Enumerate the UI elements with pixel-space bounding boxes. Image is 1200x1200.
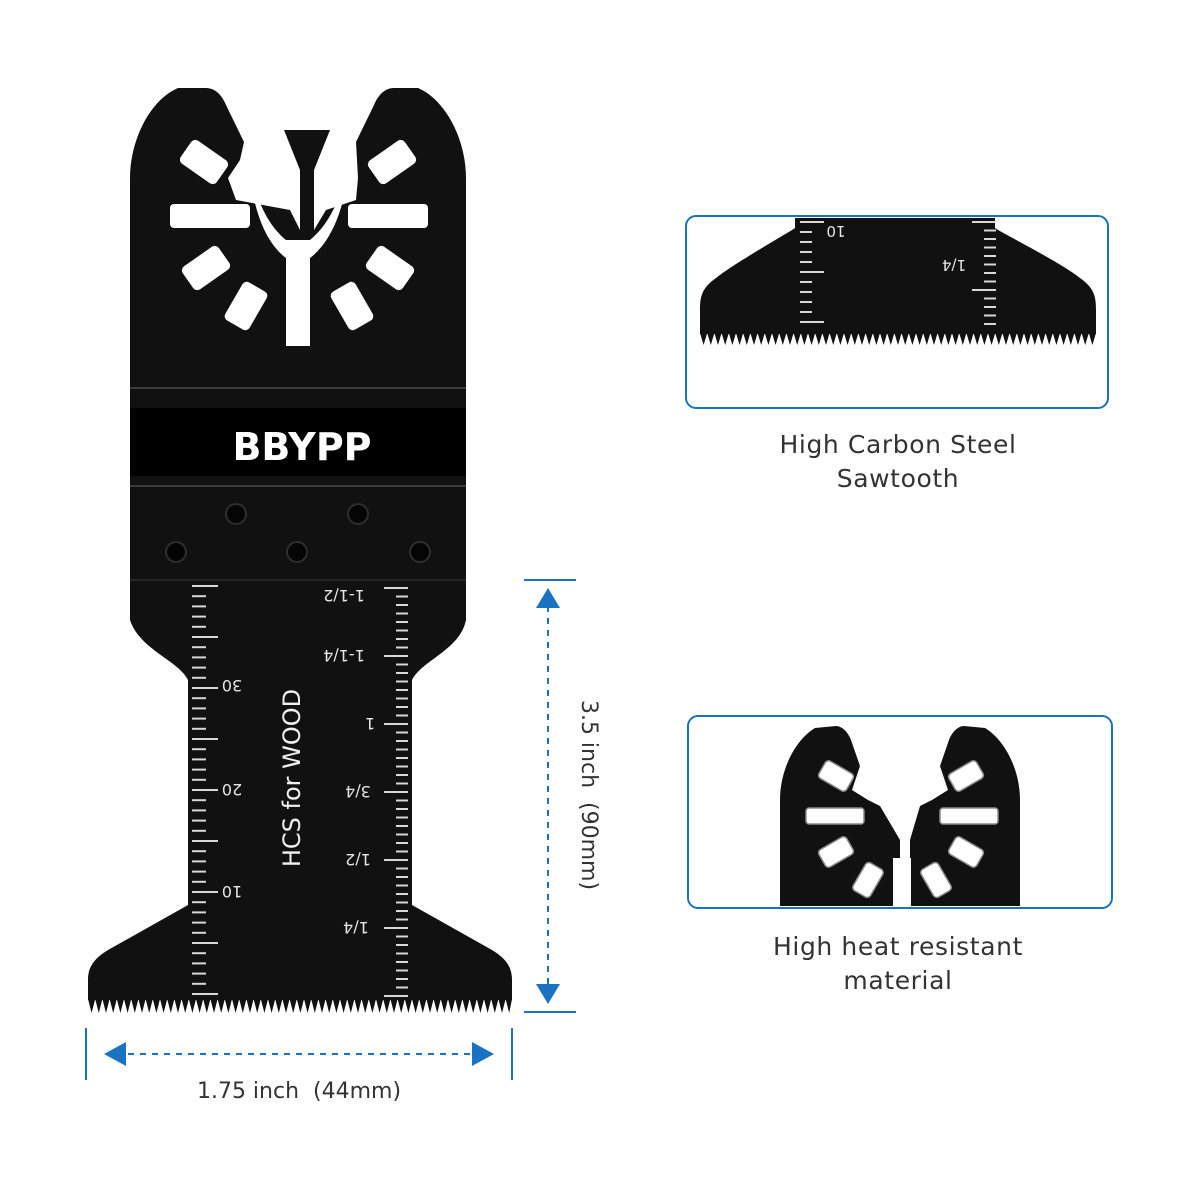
brand-logo: BBYPP bbox=[232, 425, 371, 469]
heat-caption-line2: material bbox=[843, 966, 953, 995]
inch-scale bbox=[384, 587, 408, 997]
blade-mount-slots bbox=[170, 139, 428, 346]
inch-label: 1-1/2 bbox=[323, 586, 365, 605]
sawtooth-caption-line1: High Carbon Steel bbox=[779, 430, 1017, 459]
blade-center-slot bbox=[248, 150, 350, 346]
arrow-up-icon bbox=[536, 588, 560, 608]
width-dimension-label: 1.75 inch (44mm) bbox=[197, 1079, 401, 1104]
saw-blade: BBYPP 30 20 10 1-1/2 1-1/4 1 3/4 1/2 1/4 bbox=[88, 88, 512, 1013]
sawtooth-caption-line2: Sawtooth bbox=[836, 464, 960, 493]
height-dimension-label: 3.5 inch (90mm) bbox=[576, 700, 601, 890]
metric-labels: 30 20 10 bbox=[222, 676, 242, 901]
blade-brand-band bbox=[130, 408, 466, 476]
arrow-down-icon bbox=[536, 984, 560, 1004]
inch-label: 3/4 bbox=[345, 782, 371, 801]
metric-scale bbox=[192, 585, 218, 995]
material-label: HCS for WOOD bbox=[278, 689, 306, 867]
sawtooth-detail-panel: 10 1/4 bbox=[685, 215, 1109, 409]
detail-inch-label: 1/4 bbox=[942, 256, 966, 274]
width-dimension bbox=[85, 1028, 513, 1080]
blade-teeth bbox=[88, 999, 512, 1013]
heat-caption-line1: High heat resistant bbox=[773, 932, 1023, 961]
inch-label: 1-1/4 bbox=[323, 646, 365, 665]
inch-label: 1 bbox=[365, 714, 375, 733]
heat-resistant-detail-panel bbox=[687, 715, 1113, 909]
metric-label: 30 bbox=[222, 676, 242, 695]
heat-resistant-caption: High heat resistant material bbox=[700, 930, 1096, 998]
metric-label: 10 bbox=[222, 882, 242, 901]
inch-label: 1/4 bbox=[343, 918, 369, 937]
detail-metric-label: 10 bbox=[826, 222, 845, 240]
metric-label: 20 bbox=[222, 780, 242, 799]
sawtooth-caption: High Carbon Steel Sawtooth bbox=[700, 428, 1096, 496]
blade-rivet-holes bbox=[165, 503, 431, 563]
arrow-left-icon bbox=[104, 1042, 126, 1066]
arrow-right-icon bbox=[472, 1042, 494, 1066]
inch-label: 1/2 bbox=[345, 850, 371, 869]
height-dimension bbox=[524, 579, 576, 1013]
inch-labels: 1-1/2 1-1/4 1 3/4 1/2 1/4 bbox=[323, 586, 375, 937]
